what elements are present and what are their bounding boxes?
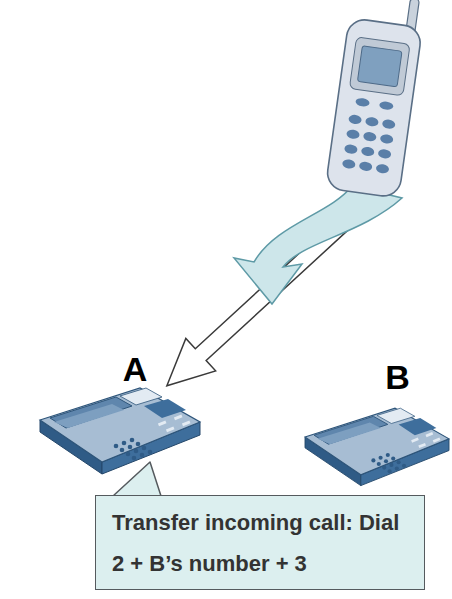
desk-phone: [305, 408, 449, 485]
phone-node: A: [40, 350, 230, 465]
transfer-arrow: [234, 186, 402, 304]
phone-node: B: [345, 358, 450, 488]
callout-pointer: [113, 462, 161, 496]
phone-label: B: [345, 358, 450, 396]
desk-phone: [40, 388, 200, 474]
callout-box: Transfer incoming call: Dial 2 + B’s num…: [95, 495, 425, 590]
callout-text: Transfer incoming call: Dial 2 + B’s num…: [112, 502, 404, 584]
phone-label: A: [40, 350, 230, 388]
mobile-phone: [325, 0, 426, 198]
